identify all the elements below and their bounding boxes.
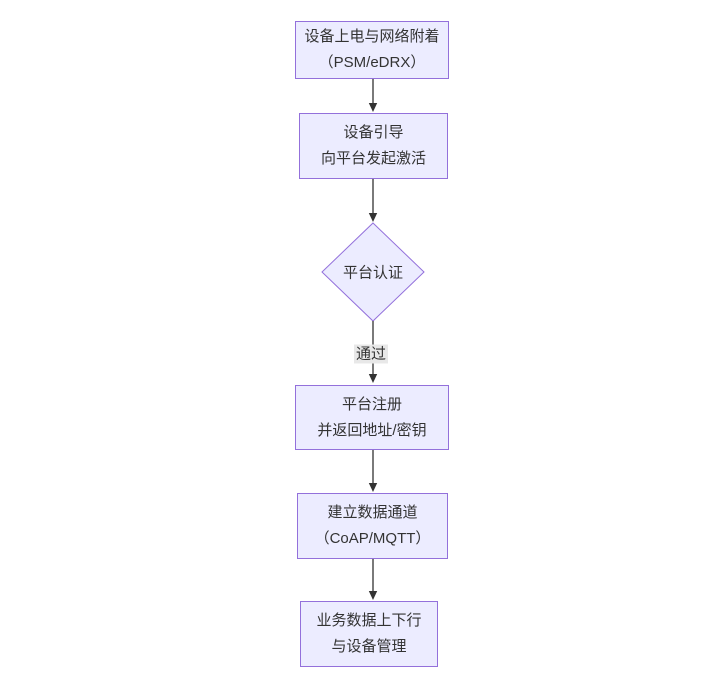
node-line: 并返回地址/密钥 (317, 421, 427, 439)
edge-label-pass: 通过 (353, 344, 389, 364)
node-line: 业务数据上下行 (316, 612, 422, 629)
node-data-channel: 建立数据通道 （CoAP/MQTT） (297, 493, 448, 559)
node-line: 与设备管理 (331, 638, 407, 655)
node-line: 设备引导 (343, 124, 404, 141)
arrowhead-icon (368, 103, 378, 112)
node-power-attach: 设备上电与网络附着 （PSM/eDRX） (295, 21, 449, 79)
arrowhead-icon (368, 374, 378, 383)
node-line: 建立数据通道 (327, 504, 418, 521)
node-platform-register: 平台注册 并返回地址/密钥 (295, 385, 449, 450)
node-line: （CoAP/MQTT） (314, 530, 431, 547)
node-line: 设备上电与网络附着 (304, 28, 440, 45)
node-bootstrap-activate: 设备引导 向平台发起激活 (299, 113, 448, 179)
node-line: （PSM/eDRX） (318, 54, 426, 71)
arrowhead-icon (368, 591, 378, 600)
arrowhead-icon (368, 213, 378, 222)
node-line: 平台注册 (341, 395, 402, 413)
node-business-data: 业务数据上下行 与设备管理 (300, 601, 438, 667)
node-line: 向平台发起激活 (320, 150, 426, 167)
node-platform-auth-label: 平台认证 (342, 264, 404, 282)
arrowhead-icon (368, 483, 378, 492)
